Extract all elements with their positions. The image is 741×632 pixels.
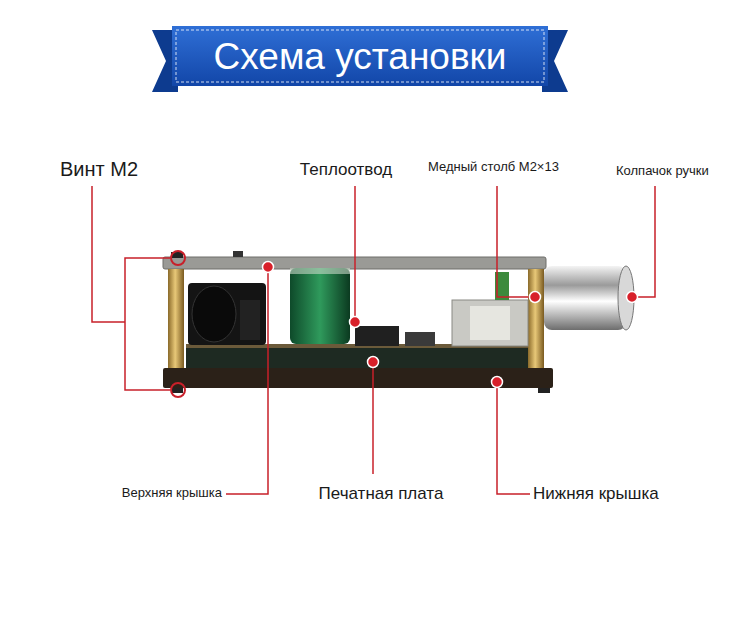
pcb xyxy=(186,346,538,368)
part-label: Печатная плата xyxy=(319,484,444,504)
callout-dots xyxy=(171,251,638,397)
part-label: Колпачок ручки xyxy=(616,164,709,179)
screw-head xyxy=(233,251,243,257)
chip xyxy=(405,332,435,346)
knob-cap xyxy=(544,266,634,330)
leader-lines xyxy=(92,186,655,494)
bottom-cover xyxy=(163,368,553,388)
chip xyxy=(355,326,399,346)
part-label: Медный столб M2×13 xyxy=(428,160,559,175)
part-label: Нижняя крышка xyxy=(533,484,659,504)
screw-head xyxy=(538,388,550,393)
potentiometer xyxy=(452,272,528,346)
capacitor xyxy=(290,268,350,344)
part-label: Теплоотвод xyxy=(300,160,392,180)
standoff xyxy=(528,269,544,368)
title: Схема установки xyxy=(214,36,507,79)
title-ribbon xyxy=(152,26,568,92)
standoff xyxy=(168,269,184,368)
part-label: Винт M2 xyxy=(60,158,138,181)
dc-jack xyxy=(188,283,266,345)
part-label: Верхняя крышка xyxy=(122,486,222,501)
screw-head xyxy=(171,388,183,393)
